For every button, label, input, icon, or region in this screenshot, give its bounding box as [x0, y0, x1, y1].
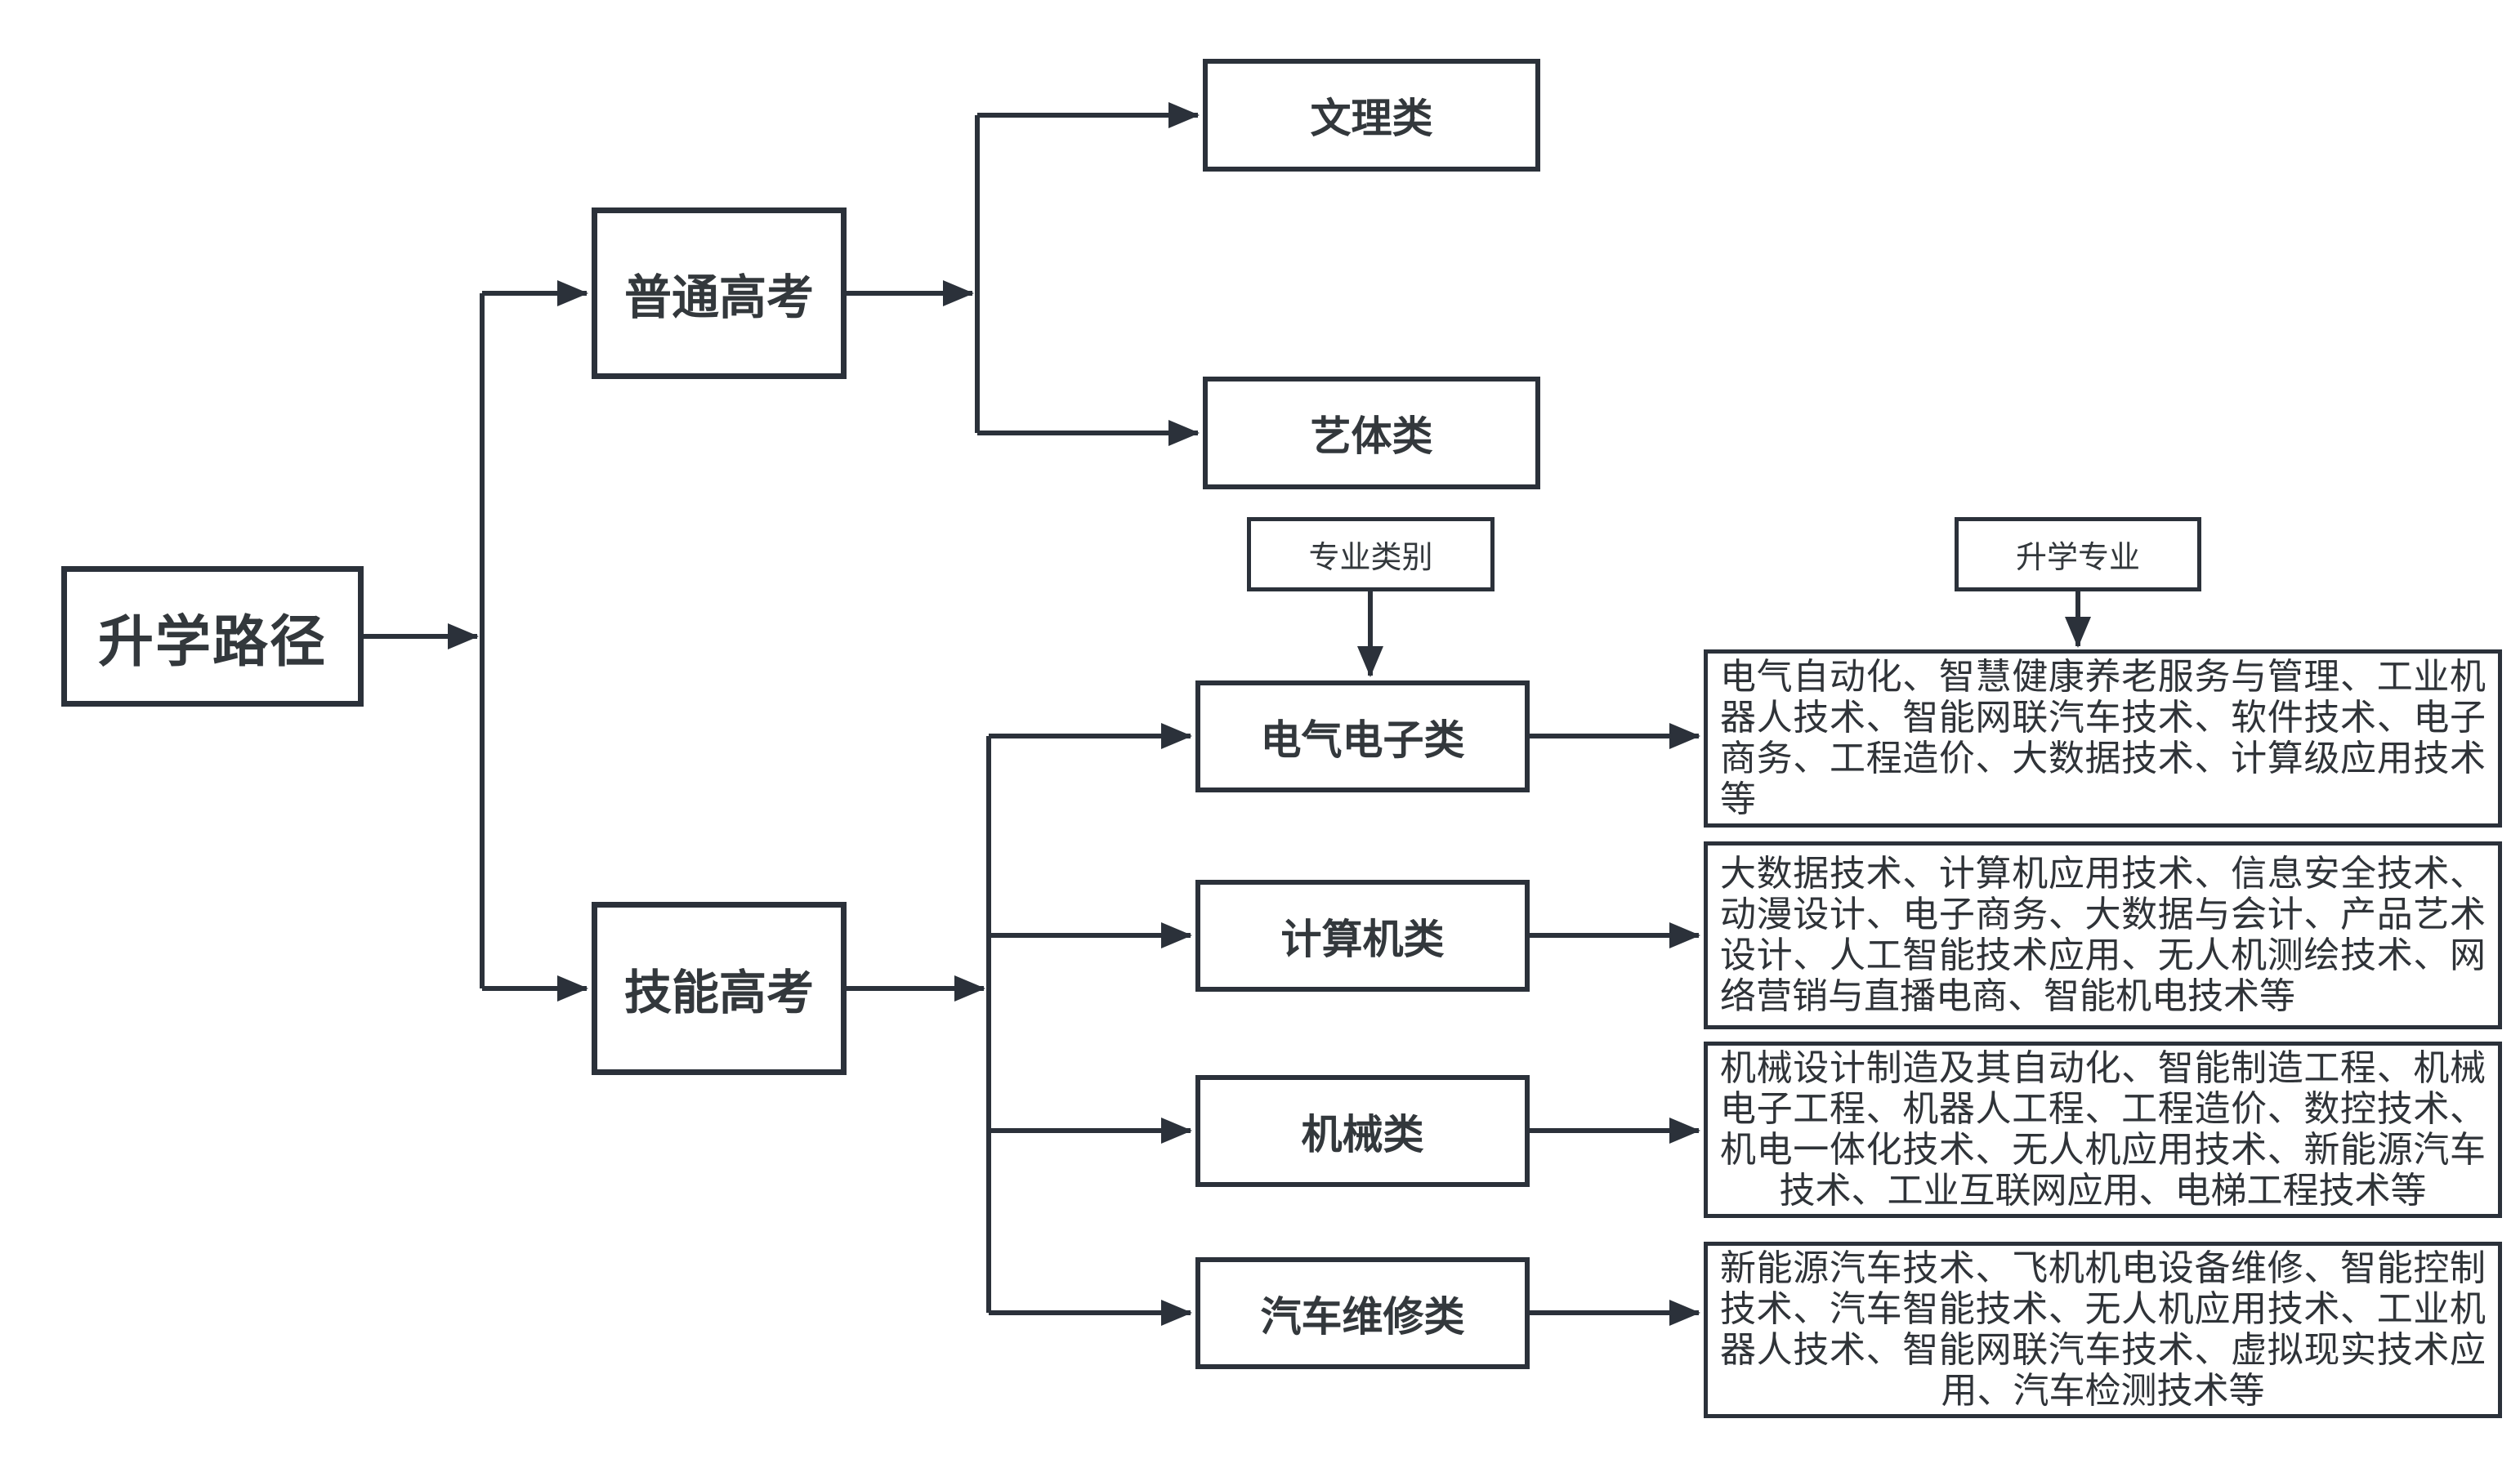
majors-list-auto-repair: 新能源汽车技术、飞机机电设备维修、智能控制技术、汽车智能技术、无人机应用技术、工…: [1704, 1242, 2502, 1418]
node-putong-gaokao: 普通高考: [592, 207, 847, 379]
majors-list-mechanical: 机械设计制造及其自动化、智能制造工程、机械电子工程、机器人工程、工程造价、数控技…: [1704, 1042, 2502, 1218]
majors-text: 电气自动化、智慧健康养老服务与管理、工业机器人技术、智能网联汽车技术、软件技术、…: [1720, 657, 2486, 819]
node-category-auto-repair: 汽车维修类: [1195, 1257, 1530, 1369]
tag-major-category: 专业类别: [1247, 517, 1495, 591]
majors-text: 大数据技术、计算机应用技术、信息安全技术、动漫设计、电子商务、大数据与会计、产品…: [1720, 854, 2486, 1016]
tag-advancement-majors: 升学专业: [1955, 517, 2201, 591]
majors-text: 机械设计制造及其自动化、智能制造工程、机械电子工程、机器人工程、工程造价、数控技…: [1720, 1048, 2486, 1211]
node-jineng-gaokao: 技能高考: [592, 902, 847, 1075]
node-shengxue-lujing: 升学路径: [61, 566, 364, 707]
node-category-mechanical: 机械类: [1195, 1075, 1530, 1187]
majors-text: 新能源汽车技术、飞机机电设备维修、智能控制技术、汽车智能技术、无人机应用技术、工…: [1720, 1248, 2486, 1411]
node-category-electrical: 电气电子类: [1195, 680, 1530, 792]
node-category-computer: 计算机类: [1195, 880, 1530, 992]
majors-list-electrical: 电气自动化、智慧健康养老服务与管理、工业机器人技术、智能网联汽车技术、软件技术、…: [1704, 649, 2502, 828]
node-yiti-track: 艺体类: [1203, 377, 1540, 489]
majors-list-computer: 大数据技术、计算机应用技术、信息安全技术、动漫设计、电子商务、大数据与会计、产品…: [1704, 841, 2502, 1029]
node-wenli-track: 文理类: [1203, 59, 1540, 172]
